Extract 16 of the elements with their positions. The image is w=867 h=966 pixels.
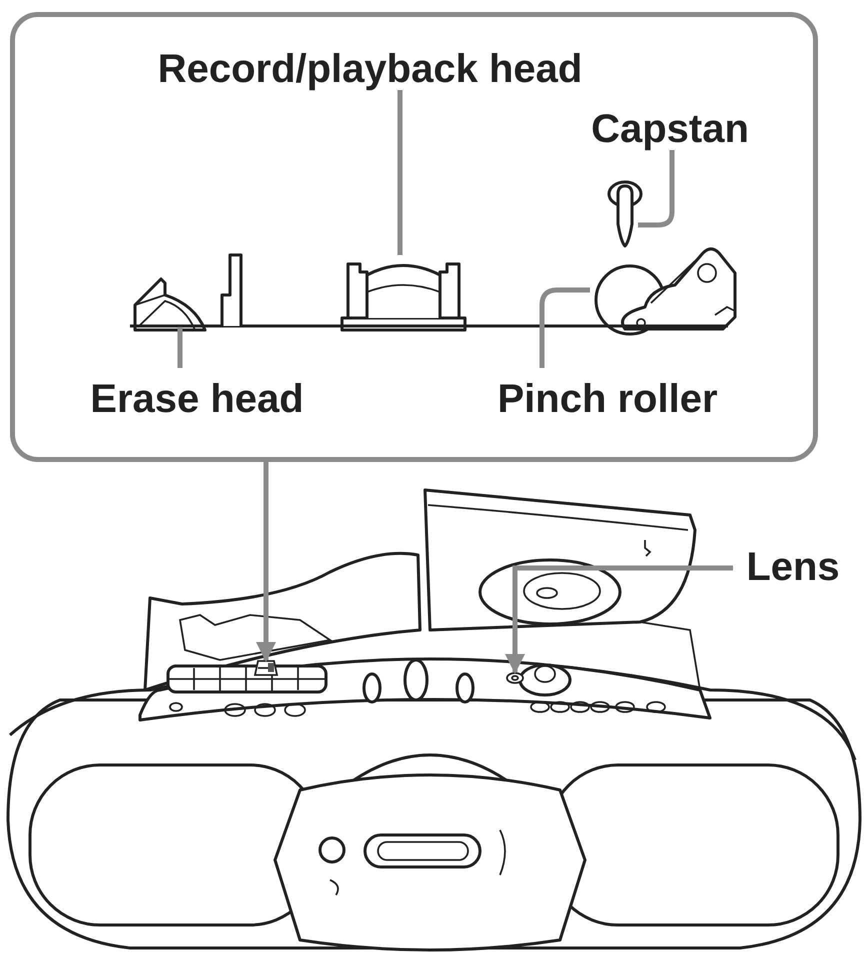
callout-panel	[10, 12, 818, 462]
part-label: Capstan	[570, 103, 770, 155]
leader-line	[256, 462, 276, 662]
part-label: Lens	[733, 541, 853, 593]
record-head-drawing	[340, 260, 467, 332]
leader-line	[178, 327, 182, 368]
tape-head-drawing	[254, 660, 278, 676]
part-label: Erase head	[67, 373, 327, 425]
leader-line	[398, 90, 402, 255]
leader-line	[540, 288, 590, 368]
lens-drawing	[506, 672, 524, 684]
part-label: Pinch roller	[470, 373, 745, 425]
leader-line	[638, 150, 674, 228]
leader-line	[505, 566, 733, 674]
part-label: Record/playback head	[115, 43, 625, 95]
capstan-drawing	[607, 180, 643, 248]
